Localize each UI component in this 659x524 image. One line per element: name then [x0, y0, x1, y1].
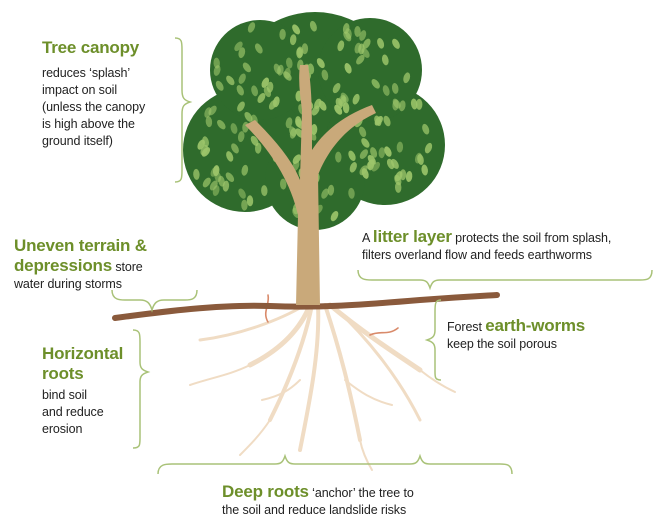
deep-desc-1: ‘anchor’ the tree to	[309, 486, 414, 500]
horizontal-roots-label: Horizontal roots bind soil and reduce er…	[42, 344, 123, 438]
deep-title: Deep roots	[222, 482, 309, 501]
horizontal-desc-line: bind soil	[42, 387, 123, 404]
terrain-desc-1: store	[112, 260, 143, 274]
horizontal-description: bind soil and reduce erosion	[42, 387, 123, 438]
horizontal-desc-line: and reduce	[42, 404, 123, 421]
litter-label: A litter layer protects the soil from sp…	[362, 227, 611, 264]
worms-desc: keep the soil porous	[447, 336, 585, 353]
canopy-desc-line: (unless the canopy	[42, 99, 145, 116]
canopy-description: reduces ‘splash’ impact on soil (unless …	[42, 65, 145, 150]
canopy-desc-line: ground itself)	[42, 133, 145, 150]
canopy-desc-line: is high above the	[42, 116, 145, 133]
canopy-desc-line: reduces ‘splash’	[42, 65, 145, 82]
worms-label: Forest earth-worms keep the soil porous	[447, 316, 585, 353]
worms-prefix: Forest	[447, 320, 485, 334]
terrain-label: Uneven terrain & depressions store water…	[14, 236, 147, 293]
horizontal-title-2: roots	[42, 364, 123, 384]
litter-prefix: A	[362, 231, 373, 245]
canopy-desc-line: impact on soil	[42, 82, 145, 99]
canopy-label: Tree canopy reduces ‘splash’ impact on s…	[42, 38, 145, 150]
litter-desc-2: filters overland flow and feeds earthwor…	[362, 247, 611, 264]
terrain-desc-2: water during storms	[14, 276, 147, 293]
horizontal-title-1: Horizontal	[42, 344, 123, 364]
litter-title: litter layer	[373, 227, 452, 246]
canopy-title: Tree canopy	[42, 38, 145, 58]
deep-roots-label: Deep roots ‘anchor’ the tree to the soil…	[222, 482, 414, 519]
terrain-title-1: Uneven terrain &	[14, 236, 147, 256]
terrain-title-2: depressions	[14, 256, 112, 275]
root-system	[190, 305, 455, 470]
worms-title: earth-worms	[485, 316, 585, 335]
litter-desc-1: protects the soil from splash,	[452, 231, 611, 245]
horizontal-desc-line: erosion	[42, 421, 123, 438]
deep-desc-2: the soil and reduce landslide risks	[222, 502, 414, 519]
